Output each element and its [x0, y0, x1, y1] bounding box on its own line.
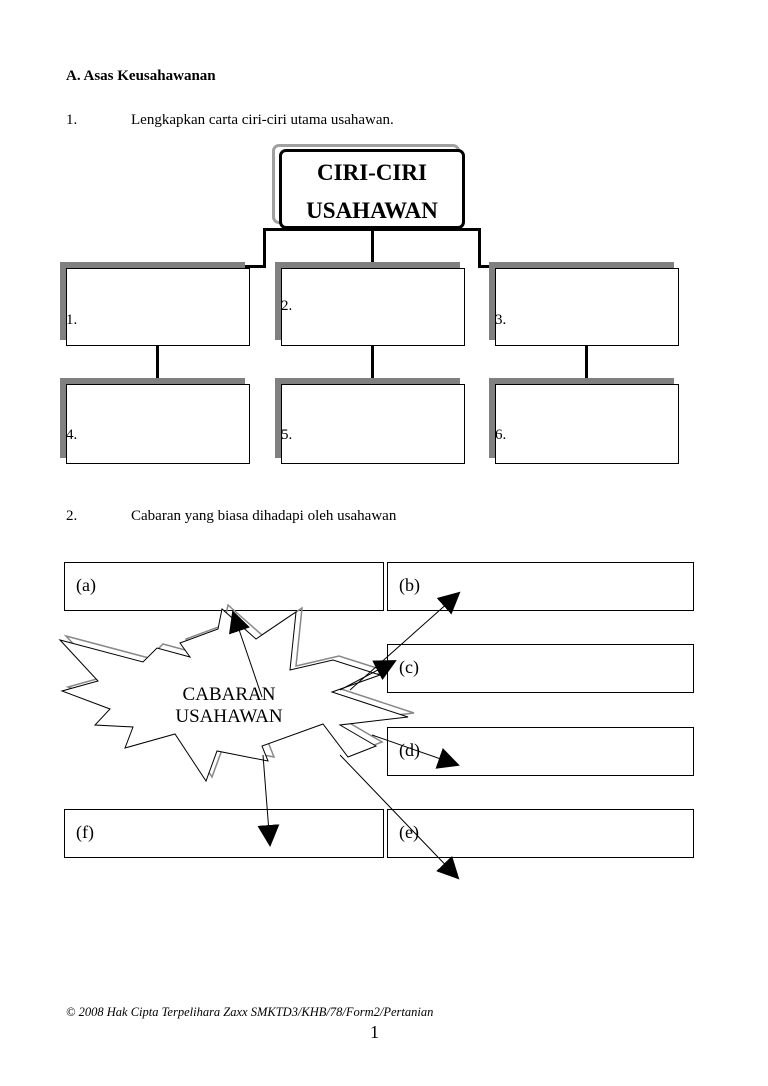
chart-title-box: CIRI-CIRI USAHAWAN [279, 149, 465, 229]
box-2-number: 2. [281, 298, 293, 314]
arrow-to-a [229, 610, 263, 698]
box-3-number: 3. [495, 312, 507, 328]
box-5-number: 5. [281, 427, 293, 443]
connector-line [371, 344, 374, 384]
characteristic-box-4[interactable] [66, 384, 250, 464]
question-1-text: Lengkapkan carta ciri-ciri utama usahawa… [131, 112, 394, 128]
box-1-number: 1. [66, 312, 78, 328]
star-label-line-1: CABARAN [183, 684, 276, 705]
question-2-text: Cabaran yang biasa dihadapi oleh usahawa… [131, 508, 397, 524]
arrow-to-f [257, 754, 280, 847]
question-2-number: 2. [66, 508, 78, 524]
challenge-label-c: (c) [399, 657, 419, 677]
chart-title-line-2: USAHAWAN [306, 198, 438, 223]
arrow-to-c [339, 660, 397, 691]
challenge-box-c[interactable]: (c) [387, 644, 694, 693]
characteristic-box-2[interactable] [281, 268, 465, 346]
characteristic-box-6[interactable] [495, 384, 679, 464]
arrow-to-b [349, 591, 461, 691]
challenge-box-f[interactable]: (f) [64, 809, 384, 858]
box-4-number: 4. [66, 427, 78, 443]
characteristic-box-5[interactable] [281, 384, 465, 464]
challenge-label-d: (d) [399, 740, 420, 760]
arrow-to-e [339, 754, 460, 880]
connector-line [371, 228, 374, 268]
characteristic-box-3[interactable] [495, 268, 679, 346]
section-title: A. Asas Keusahawanan [66, 68, 216, 84]
challenge-label-e: (e) [399, 822, 419, 842]
page-number: 1 [370, 1022, 379, 1042]
challenge-box-e[interactable]: (e) [387, 809, 694, 858]
connector-line [478, 228, 481, 268]
question-1-number: 1. [66, 112, 78, 128]
connector-line [263, 228, 266, 268]
starburst-shape [58, 608, 409, 783]
challenge-label-b: (b) [399, 575, 420, 595]
star-label-line-2: USAHAWAN [175, 706, 282, 727]
footer-copyright: © 2008 Hak Cipta Terpelihara Zaxx SMKTD3… [66, 1005, 434, 1019]
connector-line [585, 344, 588, 384]
challenge-label-f: (f) [76, 822, 94, 842]
chart-title-line-1: CIRI-CIRI [317, 160, 427, 185]
arrow-to-d [371, 734, 460, 769]
characteristic-box-1[interactable] [66, 268, 250, 346]
challenge-label-a: (a) [76, 575, 96, 595]
connector-line [156, 344, 159, 384]
box-6-number: 6. [495, 427, 507, 443]
